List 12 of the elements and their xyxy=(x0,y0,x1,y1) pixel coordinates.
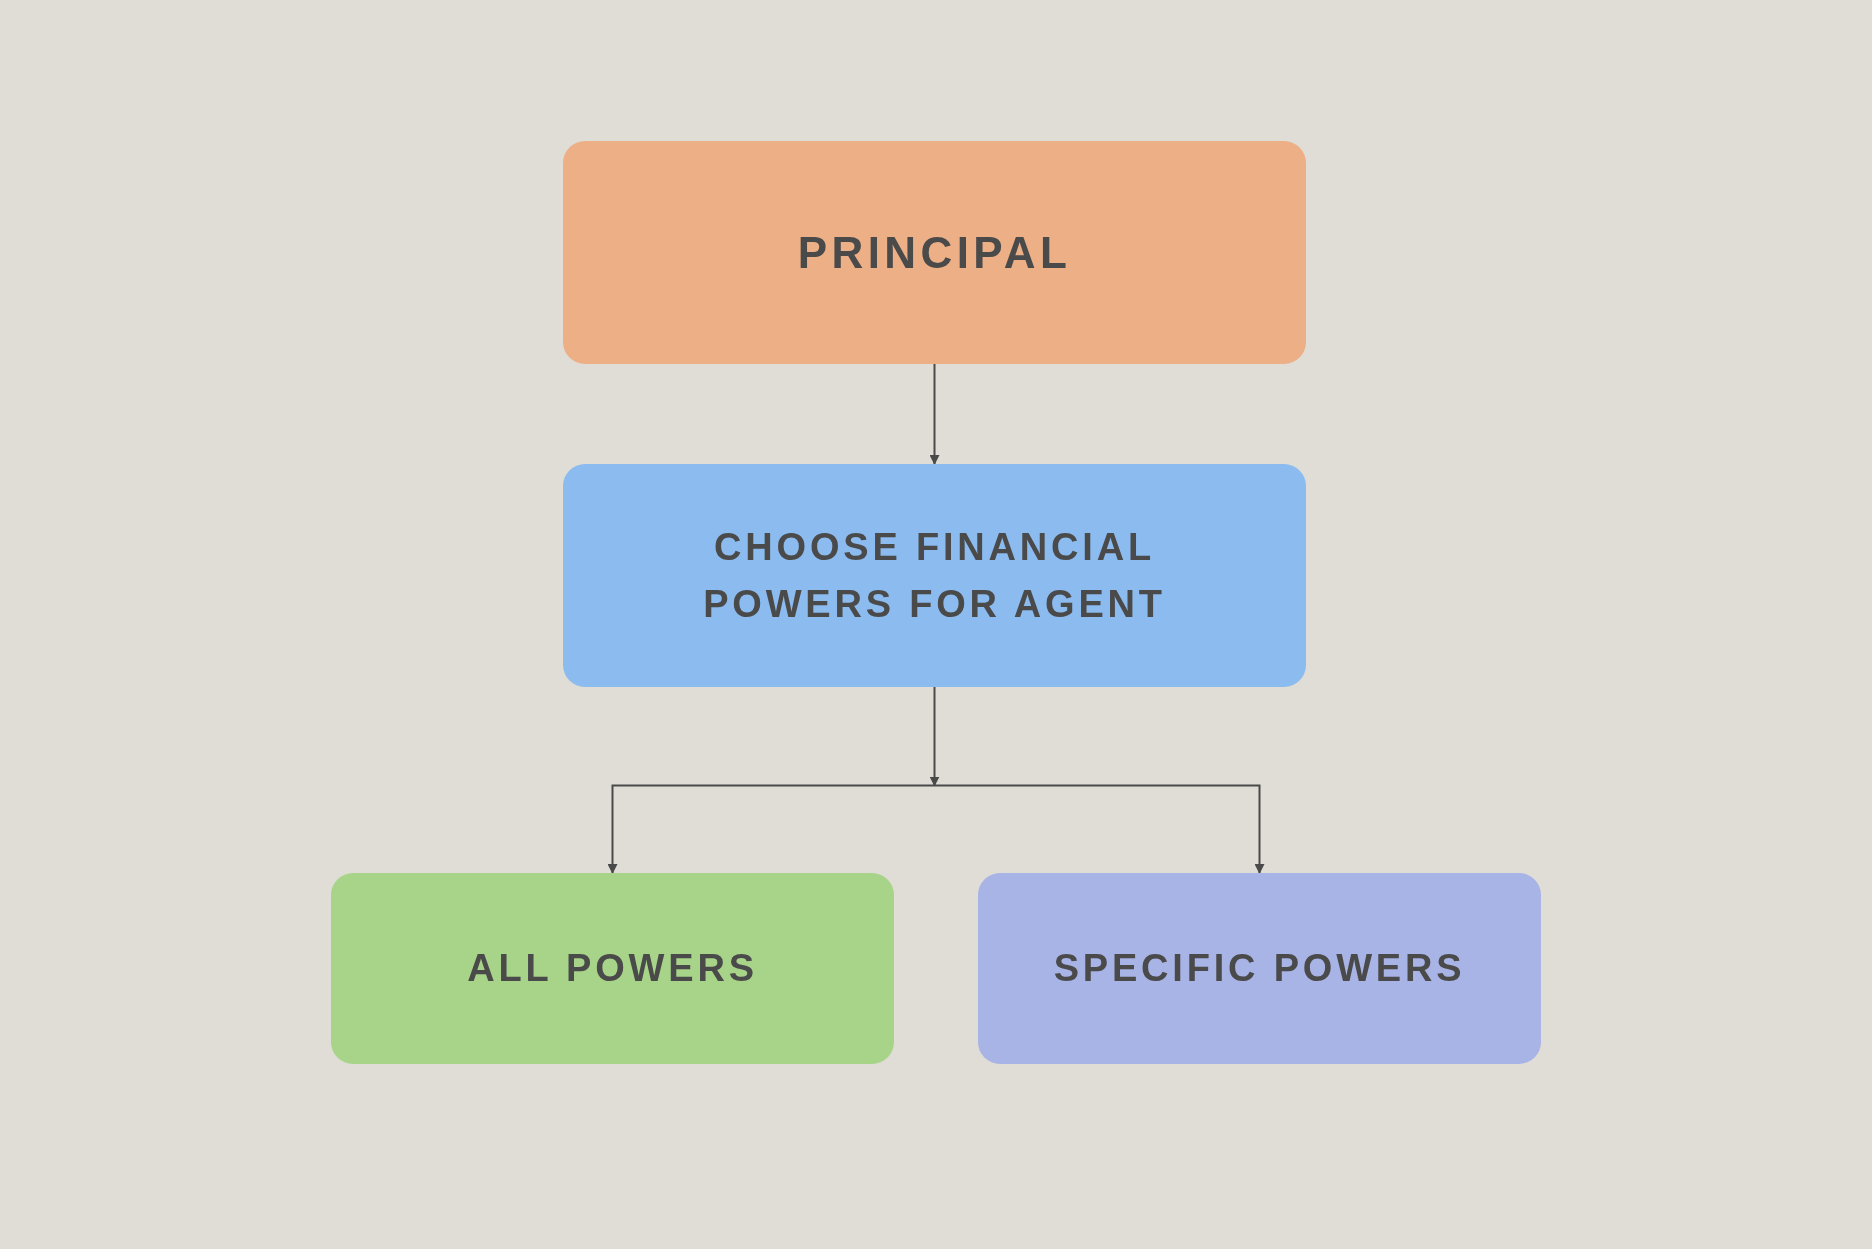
box-label: ALL POWERS xyxy=(467,946,758,991)
box-label: CHOOSE FINANCIAL POWERS FOR AGENT xyxy=(702,524,1167,627)
arrow xyxy=(933,784,1265,874)
process-box xyxy=(978,873,1541,1064)
arrow xyxy=(929,686,940,787)
process-box xyxy=(331,873,894,1064)
box-label: PRINCIPAL xyxy=(797,226,1072,279)
arrow xyxy=(607,784,936,874)
process-box xyxy=(563,464,1306,687)
box-label: SPECIFIC POWERS xyxy=(1053,946,1466,991)
arrow xyxy=(929,363,940,465)
process-box xyxy=(563,141,1306,364)
